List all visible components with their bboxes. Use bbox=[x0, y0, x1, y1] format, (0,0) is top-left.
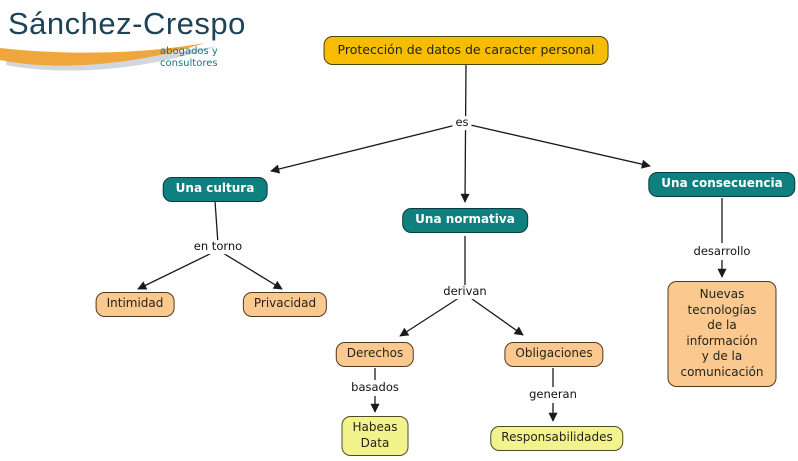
node-una-cultura[interactable]: Una cultura bbox=[162, 177, 268, 202]
node-habeas-data[interactable]: Habeas Data bbox=[341, 416, 409, 457]
node-obligaciones[interactable]: Obligaciones bbox=[504, 342, 604, 367]
node-proteccion-de-datos[interactable]: Protección de datos de caracter personal bbox=[323, 36, 609, 66]
link-label-generan[interactable]: generan bbox=[526, 387, 580, 402]
node-nuevas-tecnologias[interactable]: Nuevas tecnologías de la información y d… bbox=[667, 281, 777, 387]
node-una-normativa[interactable]: Una normativa bbox=[402, 208, 528, 233]
node-una-consecuencia[interactable]: Una consecuencia bbox=[648, 172, 796, 197]
node-derechos[interactable]: Derechos bbox=[335, 342, 415, 367]
node-responsabilidades[interactable]: Responsabilidades bbox=[490, 426, 624, 451]
link-label-en-torno[interactable]: en torno bbox=[190, 239, 246, 254]
logo-company-name: Sánchez-Crespo bbox=[8, 6, 246, 41]
logo: Sánchez-Crespo abogados y consultores bbox=[0, 0, 250, 82]
link-label-desarrollo[interactable]: desarrollo bbox=[690, 244, 754, 259]
node-privacidad[interactable]: Privacidad bbox=[242, 292, 328, 317]
link-label-es[interactable]: es bbox=[452, 115, 472, 130]
link-label-derivan[interactable]: derivan bbox=[440, 284, 490, 299]
link-label-basados[interactable]: basados bbox=[348, 380, 402, 395]
logo-swoosh-icon bbox=[0, 43, 218, 71]
logo-tagline: abogados y consultores bbox=[160, 46, 218, 69]
node-intimidad[interactable]: Intimidad bbox=[95, 292, 175, 317]
